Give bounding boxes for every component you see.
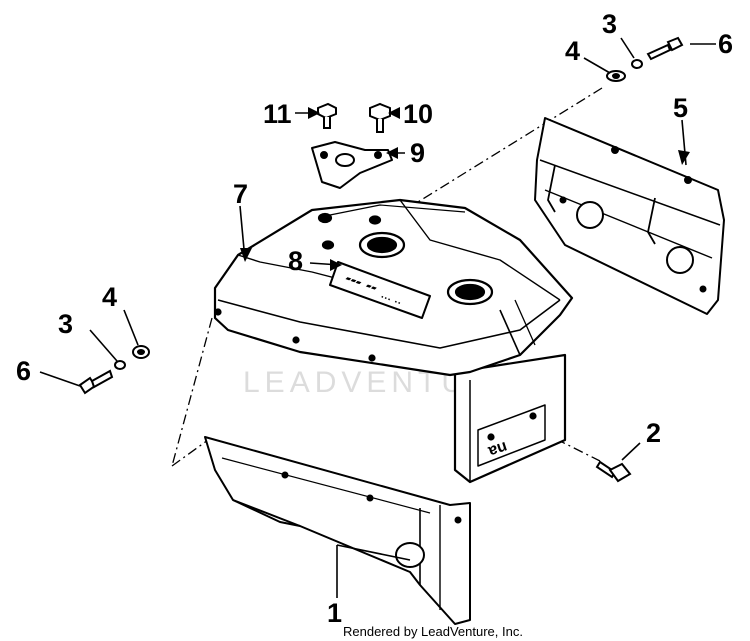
callout-10: 10 bbox=[403, 99, 433, 129]
callout-4-left: 4 bbox=[102, 282, 117, 312]
callout-4-upper: 4 bbox=[565, 36, 580, 66]
alignment-lines bbox=[171, 87, 603, 467]
bolt-part-10 bbox=[369, 102, 391, 133]
washer-part-4-left bbox=[132, 345, 150, 359]
bolt-part-11 bbox=[317, 102, 337, 129]
rear-plate-part-5 bbox=[534, 117, 725, 315]
bolt-part-2 bbox=[595, 460, 632, 483]
callout-labels: 1 2 3 3 4 4 5 6 6 7 8 9 10 11 bbox=[16, 9, 733, 628]
leader-arrowheads bbox=[240, 107, 690, 271]
callout-3-left: 3 bbox=[58, 309, 73, 339]
callout-6-upper: 6 bbox=[718, 29, 733, 59]
callout-3-upper: 3 bbox=[602, 9, 617, 39]
callout-6-left: 6 bbox=[16, 356, 31, 386]
callout-9: 9 bbox=[410, 138, 425, 168]
lock-washer-part-3-upper bbox=[631, 59, 643, 69]
bracket-part-9 bbox=[311, 141, 393, 189]
bolt-part-6-upper bbox=[646, 36, 684, 61]
lock-washer-part-3-left bbox=[114, 360, 126, 370]
callout-8: 8 bbox=[288, 246, 303, 276]
callout-5: 5 bbox=[673, 93, 688, 123]
render-credit: Rendered by LeadVenture, Inc. bbox=[343, 624, 523, 639]
lower-panel-part-1 bbox=[204, 436, 471, 625]
callout-7: 7 bbox=[233, 179, 248, 209]
washer-part-4-upper bbox=[606, 70, 626, 82]
callout-11: 11 bbox=[263, 99, 292, 129]
callout-1: 1 bbox=[327, 598, 342, 628]
decal-plate: ▰▰▰ ▰▰ ▪▪▪ ▪▪ bbox=[329, 261, 431, 319]
svg-text:ɐu: ɐu bbox=[485, 437, 509, 459]
bolt-part-6-left bbox=[78, 369, 114, 395]
callout-2: 2 bbox=[646, 418, 661, 448]
engine-shroud-part-7: ɐu ▰▰▰ ▰▰ ▪▪▪ ▪▪ bbox=[213, 198, 574, 484]
